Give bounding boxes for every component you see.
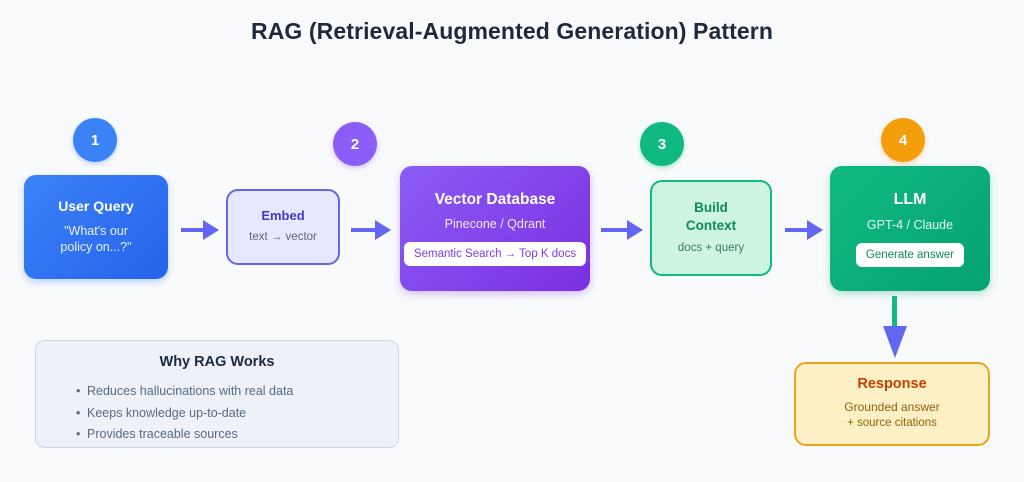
list-item: Keeps knowledge up-to-date — [76, 403, 380, 425]
arrow-shaft — [351, 228, 375, 232]
why-rag-works-panel: Why RAG Works Reduces hallucinations wit… — [35, 340, 399, 448]
node-response-subtitle-secondary: + source citations — [847, 417, 937, 430]
node-llm-subtitle: GPT-4 / Claude — [866, 217, 954, 232]
arrow-user-query-to-embed — [181, 220, 219, 240]
node-embed[interactable]: Embed text → vector — [226, 189, 340, 265]
node-response-title: Response — [857, 375, 927, 392]
step-badge-2: 2 — [333, 122, 377, 166]
arrow-head-down-icon — [883, 326, 907, 358]
node-llm-title: LLM — [893, 191, 927, 209]
arrow-shaft — [181, 228, 203, 232]
node-build-context[interactable]: Build Context docs + query — [650, 180, 772, 276]
arrow-shaft — [785, 228, 807, 232]
semantic-search-pill[interactable]: Semantic Search → Top K docs — [403, 242, 587, 267]
node-llm[interactable]: LLM GPT-4 / Claude Generate answer — [830, 166, 990, 291]
node-build-context-title: Build Context — [686, 199, 736, 235]
node-response[interactable]: Response Grounded answer + source citati… — [794, 362, 990, 446]
node-embed-title: Embed — [261, 208, 305, 224]
arrow-shaft — [892, 296, 897, 330]
node-user-query[interactable]: User Query "What's our policy on...?" — [24, 175, 168, 279]
list-item: Reduces hallucinations with real data — [76, 381, 380, 403]
node-user-query-subtitle-line1: "What's our — [64, 223, 128, 238]
node-vector-database[interactable]: Vector Database Pinecone / Qdrant Semant… — [400, 166, 590, 291]
arrow-vector-database-to-build-context — [601, 220, 643, 240]
why-rag-works-title: Why RAG Works — [159, 354, 275, 370]
node-build-context-subtitle: docs + query — [677, 242, 745, 255]
list-item: Provides traceable sources — [76, 424, 380, 446]
arrow-build-context-to-llm — [785, 220, 823, 240]
node-embed-subtitle: text → vector — [249, 231, 317, 244]
node-response-subtitle: Grounded answer — [844, 400, 940, 415]
step-badge-3: 3 — [640, 122, 684, 166]
generate-answer-pill[interactable]: Generate answer — [855, 242, 965, 267]
arrow-embed-to-vector-database — [351, 220, 391, 240]
node-user-query-subtitle: "What's our policy on...?" — [60, 223, 131, 257]
arrow-head-icon — [375, 220, 391, 240]
node-user-query-title: User Query — [58, 197, 134, 214]
node-build-context-title-line1: Build — [694, 200, 728, 216]
step-badge-1: 1 — [73, 118, 117, 162]
node-vector-database-subtitle: Pinecone / Qdrant — [444, 217, 546, 232]
node-user-query-subtitle-line2: policy on...?" — [60, 240, 132, 255]
node-vector-database-title: Vector Database — [434, 190, 556, 208]
arrow-head-icon — [807, 220, 823, 240]
why-rag-works-list: Reduces hallucinations with real data Ke… — [54, 381, 380, 446]
arrow-llm-to-response — [883, 296, 907, 358]
arrow-head-icon — [627, 220, 643, 240]
arrow-shaft — [601, 228, 627, 232]
arrow-head-icon — [203, 220, 219, 240]
node-build-context-title-line2: Context — [685, 218, 737, 234]
page-title: RAG (Retrieval-Augmented Generation) Pat… — [251, 18, 773, 44]
step-badge-4: 4 — [881, 118, 925, 162]
